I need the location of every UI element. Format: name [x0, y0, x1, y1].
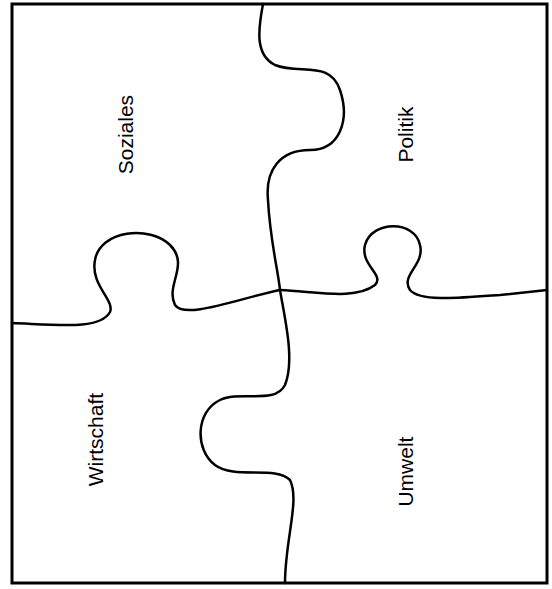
puzzle-piece: Soziales — [111, 91, 140, 178]
puzzle-seam — [280, 226, 547, 298]
puzzle-piece: Umwelt — [391, 433, 420, 511]
puzzle-piece: Wirtschaft — [81, 389, 110, 490]
puzzle-seam — [12, 233, 280, 325]
puzzle-piece: Politik — [391, 103, 420, 167]
piece-label: Politik — [391, 103, 420, 167]
puzzle-seam — [259, 4, 343, 290]
puzzle-frame — [12, 4, 547, 583]
piece-label: Wirtschaft — [81, 389, 110, 490]
piece-label: Umwelt — [391, 433, 420, 511]
piece-label: Soziales — [111, 91, 140, 178]
puzzle-seam — [201, 290, 294, 583]
